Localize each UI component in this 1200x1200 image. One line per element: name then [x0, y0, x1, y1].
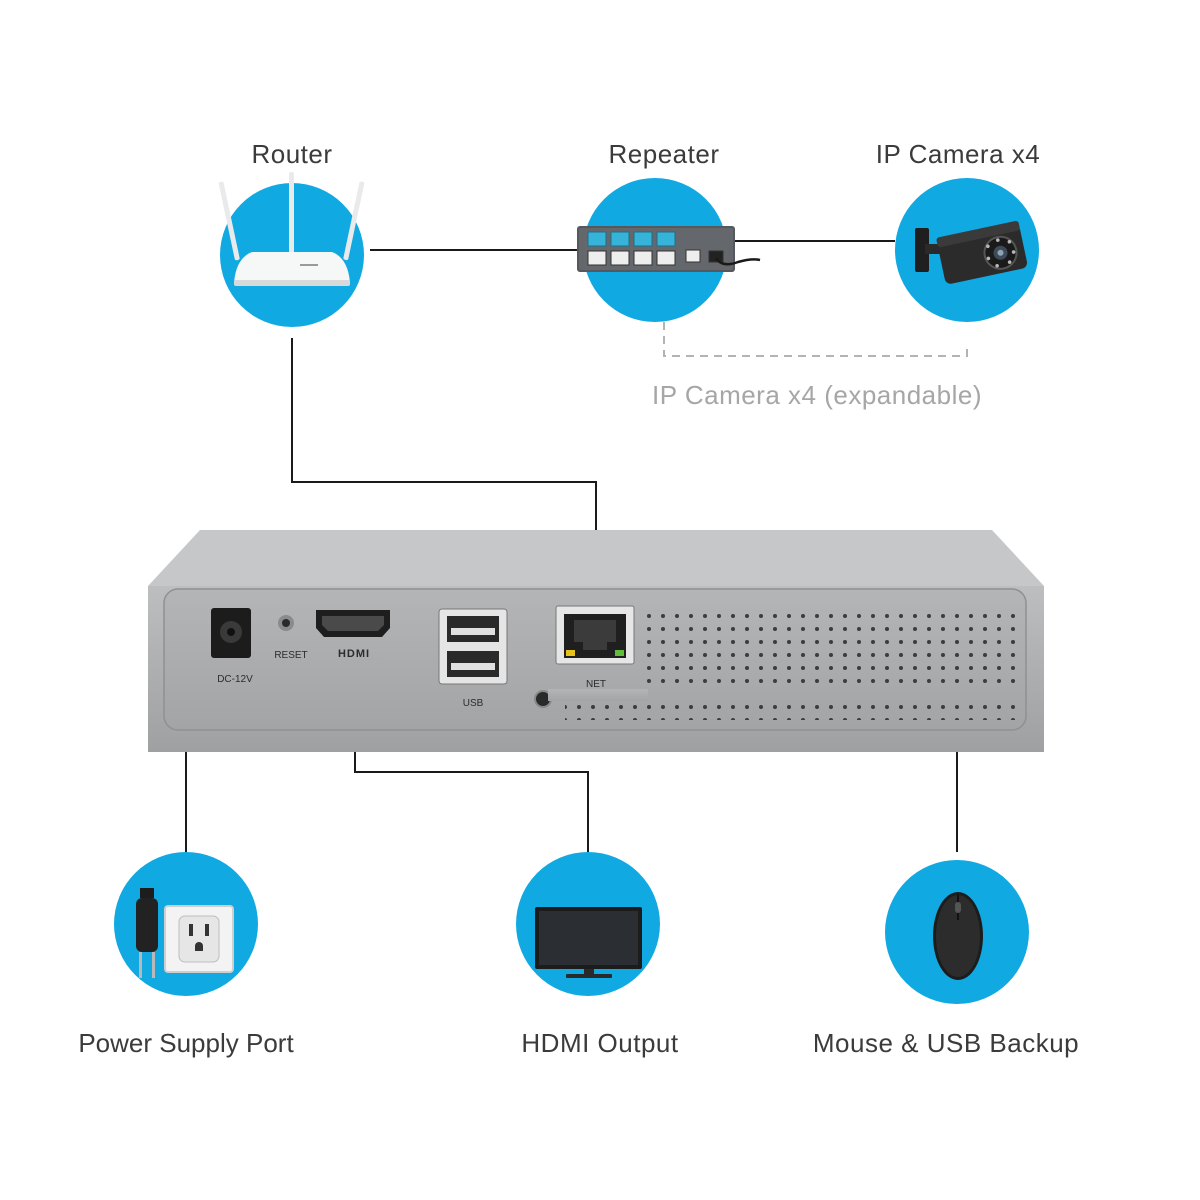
nvr-device — [148, 530, 1044, 752]
net-port-label: NET — [586, 679, 606, 690]
reset-button — [278, 615, 294, 631]
ip-camera-label: IP Camera x4 — [875, 139, 1041, 169]
repeater-label: Repeater — [608, 139, 720, 169]
power-supply-label: Power Supply Port — [78, 1028, 294, 1058]
ip-camera-node — [895, 178, 1039, 322]
ip-camera-expandable-label: IP Camera x4 (expandable) — [652, 380, 982, 410]
mouse-icon — [933, 892, 983, 980]
network-switch-icon — [577, 226, 761, 272]
dc-jack — [211, 608, 251, 658]
ip-camera-icon — [915, 220, 1028, 284]
router-icon — [218, 172, 365, 286]
power-node — [114, 852, 258, 996]
vent-grille-lower — [565, 700, 1025, 720]
reset-port-label: RESET — [274, 650, 308, 661]
hdmi-port-label: HDMI — [337, 648, 371, 660]
router-node — [218, 172, 365, 327]
net-port — [555, 605, 635, 665]
hdmi-output-label: HDMI Output — [521, 1028, 679, 1058]
dc-port-label: DC-12V — [217, 674, 253, 685]
router-label: Router — [251, 139, 333, 169]
monitor-icon — [535, 907, 642, 978]
mouse-usb-label: Mouse & USB Backup — [812, 1028, 1080, 1058]
hdmi-node — [516, 852, 660, 996]
vent-grille-upper — [645, 610, 1025, 690]
hdmi-port — [316, 610, 390, 637]
repeater-node — [577, 178, 761, 322]
usb-port-label: USB — [462, 698, 484, 709]
usb-ports — [438, 608, 508, 685]
mouse-node — [885, 860, 1029, 1004]
power-plug-outlet-icon — [136, 888, 234, 978]
